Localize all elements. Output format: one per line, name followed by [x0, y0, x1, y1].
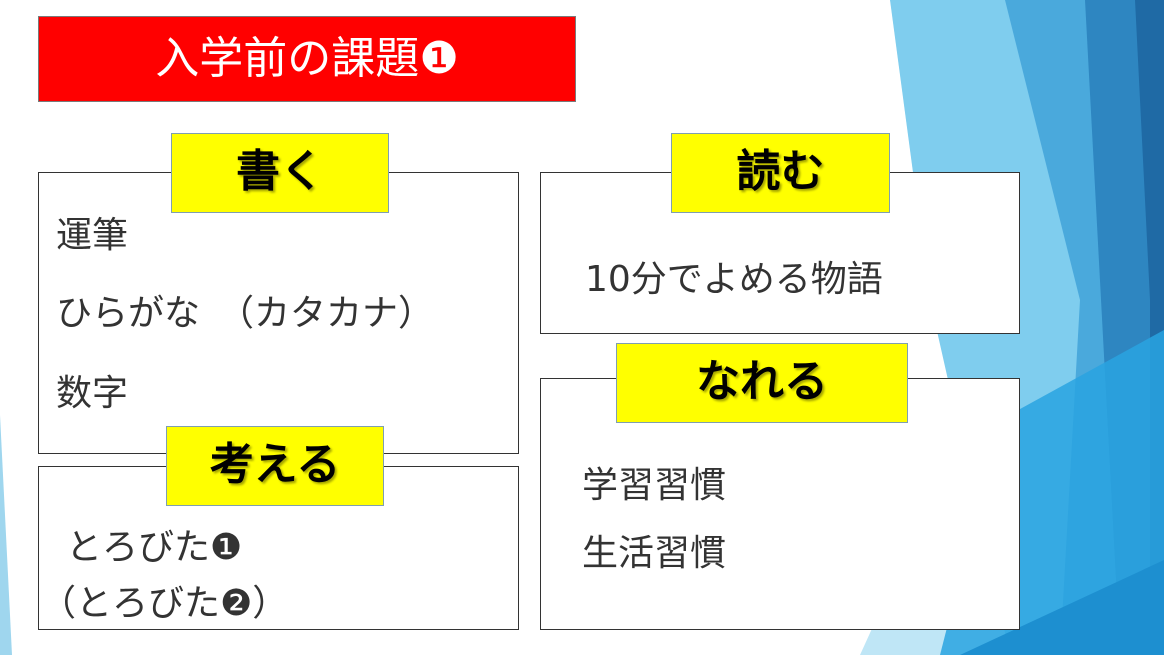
habit-item-study: 学習習慣: [582, 465, 727, 506]
habit-tag: なれる: [616, 343, 908, 423]
think-tag: 考える: [166, 426, 384, 506]
write-item-numbers: 数字: [56, 373, 129, 414]
read-tag: 読む: [671, 133, 890, 213]
think-item-torobita-1: とろびた❶: [66, 527, 243, 568]
write-tag: 書く: [171, 133, 389, 213]
slide-title: 入学前の課題❶: [38, 16, 576, 102]
think-item-torobita-2: （とろびた❷）: [40, 583, 289, 624]
write-item-unpitsu: 運筆: [56, 215, 129, 256]
read-item-story: 10分でよめる物語: [585, 259, 883, 300]
write-item-hiragana: ひらがな （カタカナ）: [56, 293, 435, 334]
habit-item-life: 生活習慣: [582, 533, 727, 574]
